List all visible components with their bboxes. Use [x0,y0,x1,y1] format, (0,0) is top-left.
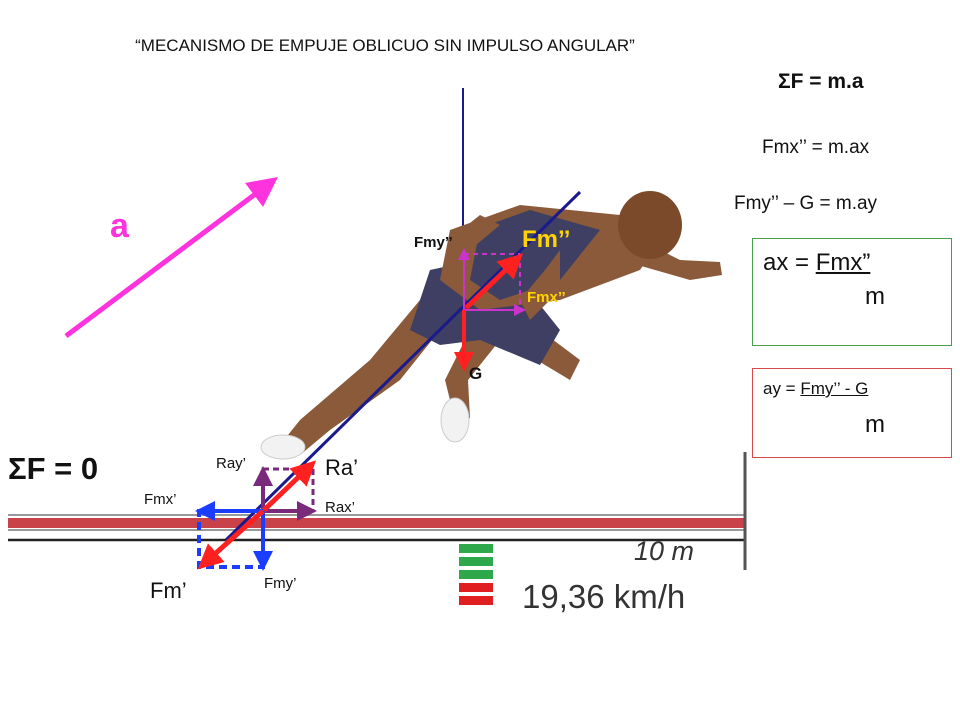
fmy-lower-label: Fmy’ [264,575,297,592]
force-lower-arrow [197,509,265,570]
distance-marker: 10 m [634,536,695,566]
speed-bars-icon [459,544,493,605]
fmy-upper-label: Fmy’’ [414,234,453,251]
acceleration-label: a [110,207,129,245]
fmx-lower-label: Fmx’ [144,491,177,508]
x-component-equation: Fmx’’ = m.ax [762,137,870,158]
gravity-label: G [469,364,483,383]
equilibrium-equation: ΣF = 0 [8,451,99,486]
thrust-line [224,190,582,542]
ax-formula-box: ax = Fmx” m [752,238,952,346]
ax-label: ax = [763,249,816,276]
speed-readout: 19,36 km/h [522,578,686,615]
page-title: “MECANISMO DE EMPUJE OBLICUO SIN IMPULSO… [135,36,635,55]
newton-equation: ΣF = m.a [778,70,864,93]
force-upper-arrow [464,253,524,310]
fm-lower-label: Fm’ [150,578,187,603]
rax-label: Rax’ [325,499,356,516]
lower-force-components [195,501,273,571]
ax-numerator: Fmx” [815,249,871,276]
ray-label: Ray’ [216,455,247,472]
fmx-upper-label: Fmx’’ [527,289,566,306]
running-track [8,452,747,570]
fm-upper-label: Fm’’ [522,226,571,253]
ay-denominator: m [865,411,885,438]
ax-denominator: m [865,283,885,310]
upper-force-components [458,248,526,316]
ay-numerator: Fmy’’ - G [800,379,869,398]
acceleration-arrow [64,177,278,338]
sprinter-figure-icon [260,191,722,460]
reaction-components [253,466,317,521]
y-component-equation: Fmy’’ – G = m.ay [734,193,878,214]
reaction-arrow [261,460,317,513]
reaction-label: Ra’ [325,455,359,480]
ay-label: ay = [763,379,801,398]
ay-formula-box: ay = Fmy’’ - G m [752,368,952,458]
